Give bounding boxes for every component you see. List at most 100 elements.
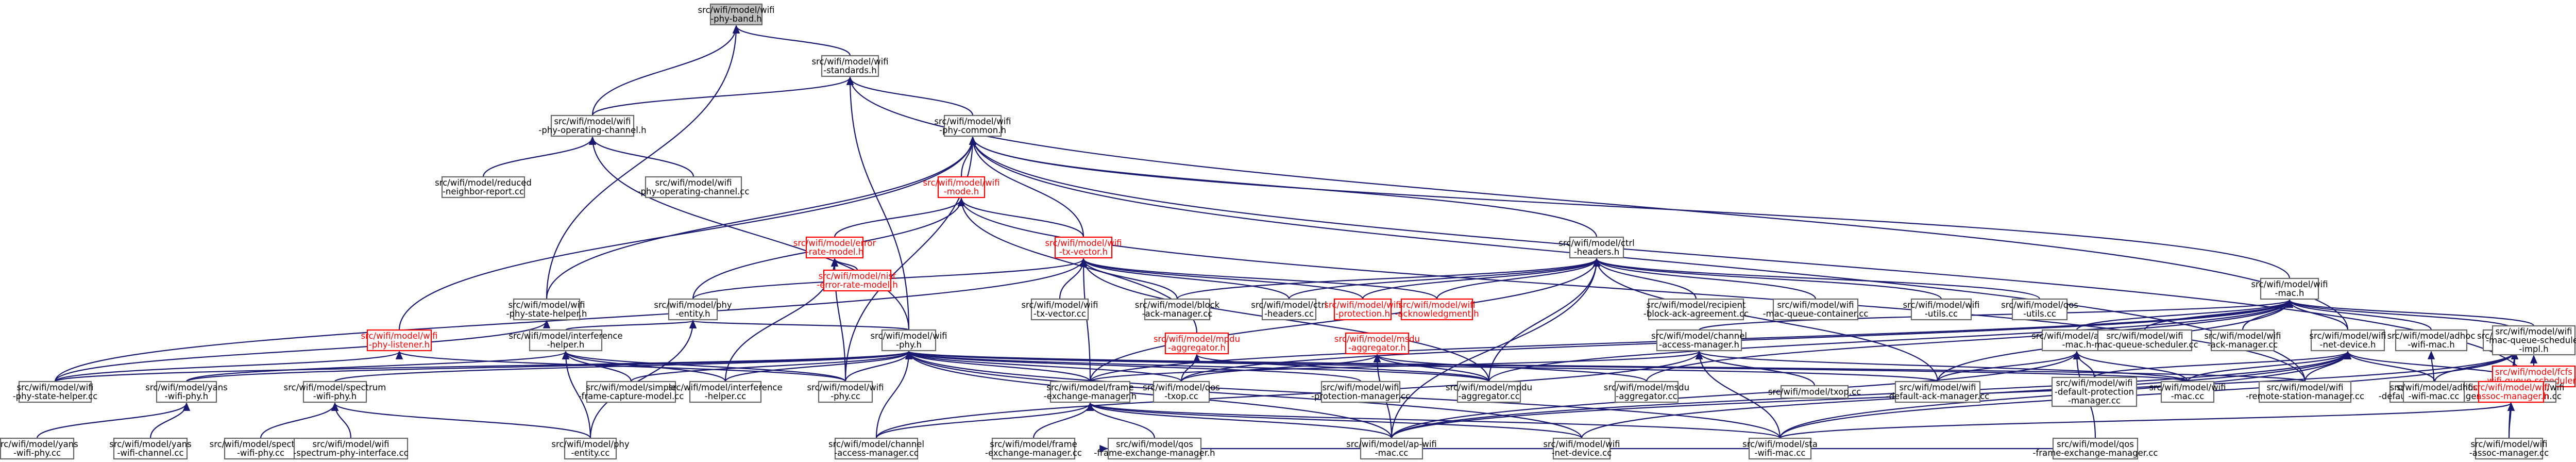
graph-node-qos-fem-h[interactable]: src/wifi/model/qos-frame-exchange-manage… xyxy=(1094,437,1215,460)
graph-node-txvector[interactable]: src/wifi/model/wifi-tx-vector.h xyxy=(1045,236,1122,259)
graph-node-def-ack-mgr[interactable]: src/wifi/model/wifi-default-ack-manager.… xyxy=(1886,381,1990,403)
graph-node-interference-h[interactable]: src/wifi/model/interference-helper.h xyxy=(509,329,623,352)
graph-node-prot-mgr[interactable]: src/wifi/model/wifi-protection-manager.c… xyxy=(1311,381,1410,403)
include-edge-arrow-77 xyxy=(182,402,191,411)
node-label-line: -tx-vector.h xyxy=(1059,247,1108,257)
node-label-line: src/wifi/model/qos xyxy=(2057,439,2134,449)
node-label-line: src/wifi/model/ctrl xyxy=(1251,300,1327,310)
graph-node-yans-phy-cc[interactable]: src/wifi/model/yans-wifi-phy.cc xyxy=(0,437,78,460)
graph-node-mode[interactable]: src/wifi/model/wifi-mode.h xyxy=(923,176,1000,199)
graph-node-induced[interactable]: src/wifi/model/reduced-neighbor-report.c… xyxy=(435,176,532,199)
graph-node-wifi-utils[interactable]: src/wifi/model/wifi-utils.cc xyxy=(1903,298,1980,321)
node-label-line: -mac-queue-scheduler xyxy=(2486,336,2576,345)
include-edge-94 xyxy=(2076,351,2189,382)
node-label-line: -phy-common.h xyxy=(939,125,1006,135)
node-box xyxy=(1614,381,1679,403)
graph-node-ack-manager[interactable]: src/wifi/model/wifi-ack-manager.cc xyxy=(2204,329,2281,352)
graph-node-sta-mac-cc[interactable]: src/wifi/model/sta-wifi-mac.cc xyxy=(1742,437,1818,460)
graph-node-error-rate[interactable]: src/wifi/model/error-rate-model.h xyxy=(793,236,876,259)
graph-node-wifi-mac-h[interactable]: src/wifi/model/wifi-mac.h xyxy=(2251,277,2328,300)
graph-node-wifi-phy-cc[interactable]: src/wifi/model/wifi-phy.cc xyxy=(807,381,884,403)
node-box xyxy=(2492,325,2576,356)
graph-node-yans-phy-h[interactable]: src/wifi/model/yans-wifi-phy.h xyxy=(145,381,228,403)
node-label-line: -wifi-phy.cc xyxy=(13,448,61,458)
graph-node-txvector-cc[interactable]: src/wifi/model/wifi-tx-vector.cc xyxy=(1021,298,1098,321)
include-edge-6 xyxy=(849,77,2349,331)
node-box xyxy=(1748,437,1812,460)
graph-node-ack[interactable]: src/wifi/model/wifi-acknowledgment.h xyxy=(1395,298,1479,321)
graph-node-phy-state-cc[interactable]: src/wifi/model/wifi-phy-state-helper.cc xyxy=(13,381,98,403)
graph-node-phy-listener[interactable]: src/wifi/model/wifi-phy-listener.h xyxy=(361,329,438,352)
node-label-line: -wifi-channel.cc xyxy=(117,448,183,458)
graph-node-mac-queue-sched[interactable]: src/wifi/model/wifi-mac-queue-scheduler.… xyxy=(2091,329,2198,352)
include-edge-83 xyxy=(1376,354,1648,383)
include-edge-96 xyxy=(1937,351,2078,382)
graph-node-frame-exch-h[interactable]: src/wifi/model/frame-exchange-manager.h xyxy=(1044,381,1137,403)
graph-node-ctrl-headers-cc[interactable]: src/wifi/model/ctrl-headers.cc xyxy=(1251,298,1327,321)
graph-node-nist[interactable]: src/wifi/model/nist-error-rate-model.h xyxy=(817,269,898,292)
node-label-line: -mac.cc xyxy=(1375,448,1409,458)
graph-node-msdu-agg-cc[interactable]: src/wifi/model/msdu-aggregator.cc xyxy=(1604,381,1689,403)
graph-node-mpdu-agg-h[interactable]: src/wifi/model/mpdu-aggregator.h xyxy=(1154,332,1240,355)
graph-node-spectrum-phy-h[interactable]: src/wifi/model/spectrum-wifi-phy.h xyxy=(284,381,386,403)
graph-node-channel-access-h[interactable]: src/wifi/model/channel-access-manager.h xyxy=(1651,329,1747,352)
graph-node-net-device-cc[interactable]: src/wifi/model/wifi-net-device.cc xyxy=(1543,437,1620,460)
graph-node-assoc-mgr-cc[interactable]: src/wifi/model/wifi-assoc-manager.cc xyxy=(2469,437,2549,460)
include-edge-64 xyxy=(844,351,910,382)
include-edge-32 xyxy=(1082,258,1438,300)
graph-node-wifi-phy-h[interactable]: src/wifi/model/wifi-phy.h xyxy=(870,329,947,352)
node-label-line: -phy.cc xyxy=(831,391,860,401)
graph-node-standards[interactable]: src/wifi/model/wifi-standards.h xyxy=(811,55,889,77)
node-label-line: -frame-capture-model.cc xyxy=(579,391,684,401)
graph-node-net-device-h[interactable]: src/wifi/model/wifi-net-device.h xyxy=(2309,329,2386,352)
node-label-line: src/wifi/model/wifi xyxy=(2470,439,2547,449)
graph-node-protection[interactable]: src/wifi/model/wifi-protection.h xyxy=(1324,298,1401,321)
node-label-line: src/wifi/model/wifi xyxy=(923,178,999,188)
graph-node-simple-frame[interactable]: src/wifi/model/simple-frame-capture-mode… xyxy=(579,381,684,403)
include-edge-arrow-86 xyxy=(1373,354,1381,362)
graph-node-txop[interactable]: src/wifi/model/qos-txop.cc xyxy=(1143,381,1220,403)
graph-node-qos-fem-cc[interactable]: src/wifi/model/qos-frame-exchange-manage… xyxy=(2033,437,2158,460)
node-box xyxy=(1054,236,1113,259)
graph-node-qos-utils[interactable]: src/wifi/model/qos-utils.cc xyxy=(2001,298,2078,321)
graph-node-def-prot-mgr[interactable]: src/wifi/model/wifi-default-protection-m… xyxy=(2051,376,2138,407)
include-edge-19 xyxy=(834,198,962,238)
include-edge-arrow-75 xyxy=(905,351,913,359)
graph-node-ap-wifi-mac-cc[interactable]: src/wifi/model/ap-wifi-mac.cc xyxy=(1346,437,1437,460)
graph-node-phy-state-h[interactable]: src/wifi/model/wifi-phy-state-helper.h xyxy=(506,298,587,321)
node-box xyxy=(1345,332,1410,355)
graph-node-ctrl-headers-h[interactable]: src/wifi/model/ctrl-headers.h xyxy=(1558,236,1635,259)
graph-node-adhoc-cc[interactable]: src/wifi/model/adhoc-wifi-mac.cc xyxy=(2390,381,2478,403)
node-label-line: src/wifi/model/wifi xyxy=(1899,383,1976,392)
graph-node-phy-entity-h[interactable]: src/wifi/model/phy-entity.h xyxy=(654,298,732,321)
include-edge-arrow-117 xyxy=(2344,351,2352,359)
graph-node-txop-cc[interactable]: src/wifi/model/txop.cc xyxy=(1768,385,1861,399)
graph-node-phy-band[interactable]: src/wifi/model/wifi-phy-band.h xyxy=(698,3,775,26)
graph-node-yans-channel[interactable]: src/wifi/model/yans-wifi-channel.cc xyxy=(109,437,192,460)
include-edge-85 xyxy=(1180,354,1378,382)
graph-node-mpdu-agg-cc[interactable]: src/wifi/model/mpdu-aggregator.cc xyxy=(1446,381,1532,403)
graph-node-phy-common-h[interactable]: src/wifi/model/wifi-phy-common.h xyxy=(934,114,1011,137)
graph-node-phy-oper-cc[interactable]: src/wifi/model/wifi-phy-operating-channe… xyxy=(638,176,750,199)
graph-node-recipient[interactable]: src/wifi/model/recipient-block-ack-agree… xyxy=(1643,298,1749,321)
node-label-line: -ack-manager.cc xyxy=(2208,340,2278,350)
graph-node-wifi-mac-cc[interactable]: src/wifi/model/wifi-mac.cc xyxy=(2149,381,2226,403)
graph-node-spectrum-iface[interactable]: src/wifi/model/wifi-spectrum-phy-interfa… xyxy=(293,437,409,460)
graph-node-adhoc-h[interactable]: src/wifi/model/adhoc-wifi-mac.h xyxy=(2387,329,2476,352)
graph-node-phy-oper-h[interactable]: src/wifi/model/wifi-phy-operating-channe… xyxy=(538,114,647,137)
graph-nodes: src/wifi/model/wifi-phy-band.h src/wifi/m… xyxy=(0,3,2576,460)
graph-node-mqs-impl-h[interactable]: src/wifi/model/wifi-mac-queue-scheduler-… xyxy=(2486,325,2576,356)
graph-node-msdu-agg-h[interactable]: src/wifi/model/msdu-aggregator.h xyxy=(1334,332,1420,355)
graph-node-remote-station[interactable]: src/wifi/model/wifi-remote-station-manag… xyxy=(2246,381,2364,403)
graph-node-assoc-mgr-h[interactable]: src/wifi/model/wifi-assoc-manager.h xyxy=(2472,381,2550,403)
graph-node-frame-exch-cc[interactable]: src/wifi/model/frame-exchange-manager.cc xyxy=(985,437,1082,460)
graph-node-channel-access-cc[interactable]: src/wifi/model/channel-access-manager.cc xyxy=(828,437,924,460)
graph-node-block-ack-mgr[interactable]: src/wifi/model/block-ack-manager.cc xyxy=(1135,298,1220,321)
graph-node-interference-cc[interactable]: src/wifi/model/interference-helper.cc xyxy=(668,381,783,403)
graph-node-spectrum-phy-cc[interactable]: src/wifi/model/spectrum-wifi-phy.cc xyxy=(210,437,312,460)
node-box xyxy=(113,437,188,460)
include-edge-41 xyxy=(1596,258,1817,300)
graph-node-mac-queue-container[interactable]: src/wifi/model/wifi-mac-queue-container.… xyxy=(1763,298,1869,321)
graph-node-phy-entity-cc[interactable]: src/wifi/model/phy-entity.cc xyxy=(551,437,630,460)
include-edge-59 xyxy=(54,351,910,383)
